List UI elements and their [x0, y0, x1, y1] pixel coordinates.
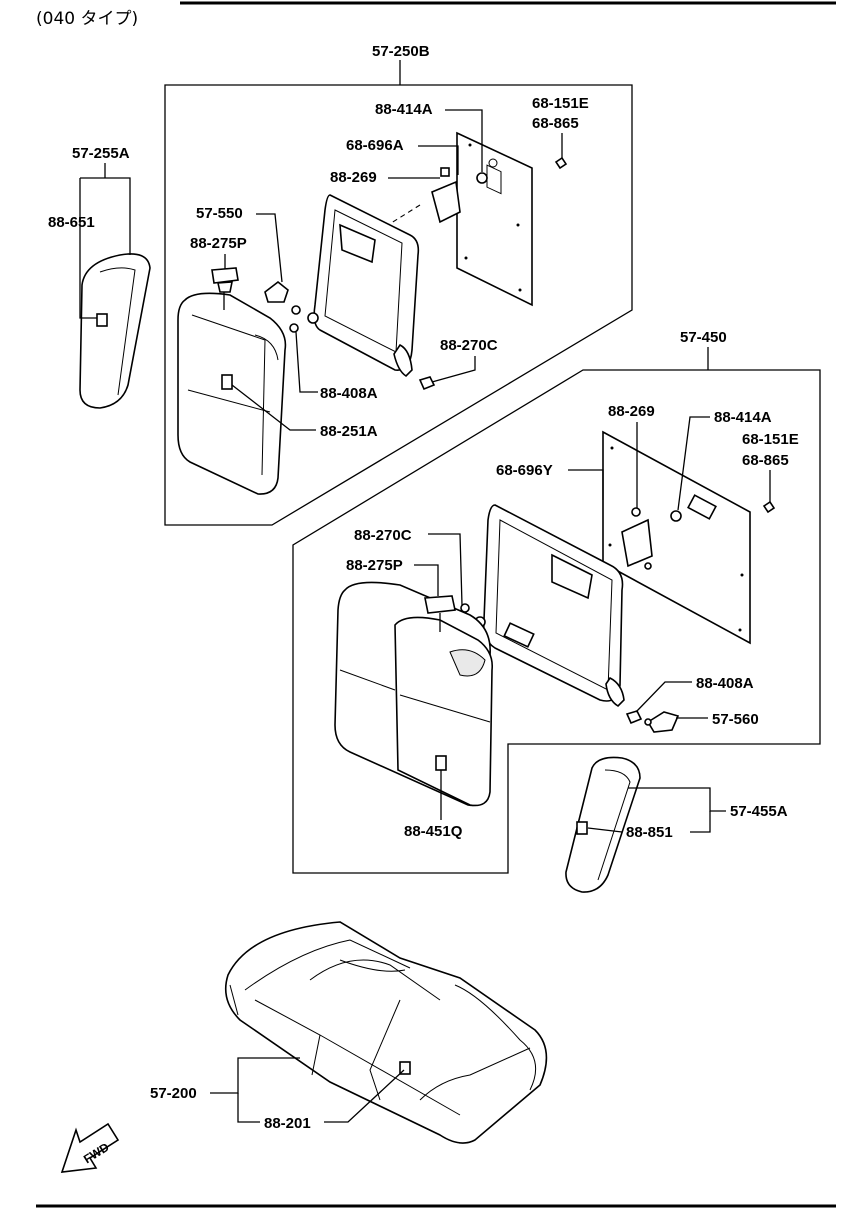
- label-88-451Q: 88-451Q: [404, 823, 463, 840]
- label-57-255A: 57-255A: [72, 145, 130, 162]
- screw-upper: [554, 156, 568, 170]
- screw-lower: [762, 500, 776, 514]
- leader-88-251A: [231, 384, 316, 431]
- label-88-275P-lower: 88-275P: [346, 557, 403, 574]
- leader-57-255A: [79, 178, 97, 319]
- label-88-414A-upper: 88-414A: [375, 101, 433, 118]
- fwd-arrow-icon: FWD: [60, 1122, 120, 1173]
- label-88-269-lower: 88-269: [608, 403, 655, 420]
- leader-57-200: [210, 1057, 300, 1094]
- leader-57-455A-b: [690, 811, 711, 833]
- label-88-270C-upper: 88-270C: [440, 337, 498, 354]
- label-88-251A: 88-251A: [320, 423, 378, 440]
- label-88-270C-lower: 88-270C: [354, 527, 412, 544]
- label-68-151E-upper: 68-151E: [532, 95, 589, 112]
- label-88-851: 88-851: [626, 824, 673, 841]
- label-68-696Y: 68-696Y: [496, 462, 553, 479]
- seatback-cushion-lower: [334, 581, 494, 807]
- label-68-151E-lower: 68-151E: [742, 431, 799, 448]
- back-panel-upper: [456, 131, 533, 307]
- leader-88-270C-lower: [428, 533, 463, 606]
- leader-68-696A-upper: [418, 145, 459, 175]
- leader-68-696Y: [568, 469, 604, 500]
- leader-57-455A: [628, 787, 726, 812]
- headrest-guide-lower: [424, 595, 470, 632]
- hinge-upper: [387, 167, 488, 226]
- label-68-865-upper: 68-865: [532, 115, 579, 132]
- label-88-269-upper: 88-269: [330, 169, 377, 186]
- frame-lower: [474, 504, 625, 708]
- frame-upper: [307, 194, 420, 378]
- headrest-guide-upper: [211, 267, 239, 310]
- label-68-865-lower: 68-865: [742, 452, 789, 469]
- label-57-560: 57-560: [712, 711, 759, 728]
- label-88-414A-lower: 88-414A: [714, 409, 772, 426]
- seat-cushion: [224, 921, 548, 1144]
- leader-57-255A-b: [80, 177, 131, 255]
- bracket-lower: [644, 711, 680, 733]
- side-bolster-upper: [79, 253, 151, 409]
- leader-57-550: [256, 213, 283, 283]
- leader-88-270C-upper: [431, 356, 476, 383]
- label-57-250B: 57-250B: [372, 43, 430, 60]
- label-88-651: 88-651: [48, 214, 95, 231]
- leader-88-275P-lower: [414, 564, 439, 596]
- leader-88-414A-upper: [445, 109, 483, 172]
- bracket-upper: [264, 280, 301, 333]
- leader-88-414A-lower: [677, 416, 710, 511]
- leader-88-408A-lower: [635, 681, 692, 713]
- label-57-550: 57-550: [196, 205, 243, 222]
- label-88-408A-lower: 88-408A: [696, 675, 754, 692]
- leader-88-201: [324, 1069, 405, 1123]
- back-panel-lower: [602, 430, 751, 645]
- upper-assembly-box: [164, 84, 633, 526]
- bolt-lower: [625, 710, 643, 725]
- leader-88-851: [587, 827, 623, 833]
- leader-57-200-b: [237, 1093, 260, 1123]
- label-88-275P-upper: 88-275P: [190, 235, 247, 252]
- side-bolster-lower: [565, 756, 641, 893]
- label-57-455A: 57-455A: [730, 803, 788, 820]
- leader-88-408A-upper: [295, 331, 318, 393]
- seatback-cushion-upper: [177, 292, 287, 495]
- label-57-200: 57-200: [150, 1085, 197, 1102]
- label-88-201: 88-201: [264, 1115, 311, 1132]
- header-title: (040 タイプ): [36, 9, 138, 29]
- label-68-696A-upper: 68-696A: [346, 137, 404, 154]
- lower-assembly-box: [292, 369, 821, 874]
- label-88-408A-upper: 88-408A: [320, 385, 378, 402]
- hinge-lower: [621, 507, 682, 570]
- label-57-450: 57-450: [680, 329, 727, 346]
- bolt-upper: [418, 376, 436, 391]
